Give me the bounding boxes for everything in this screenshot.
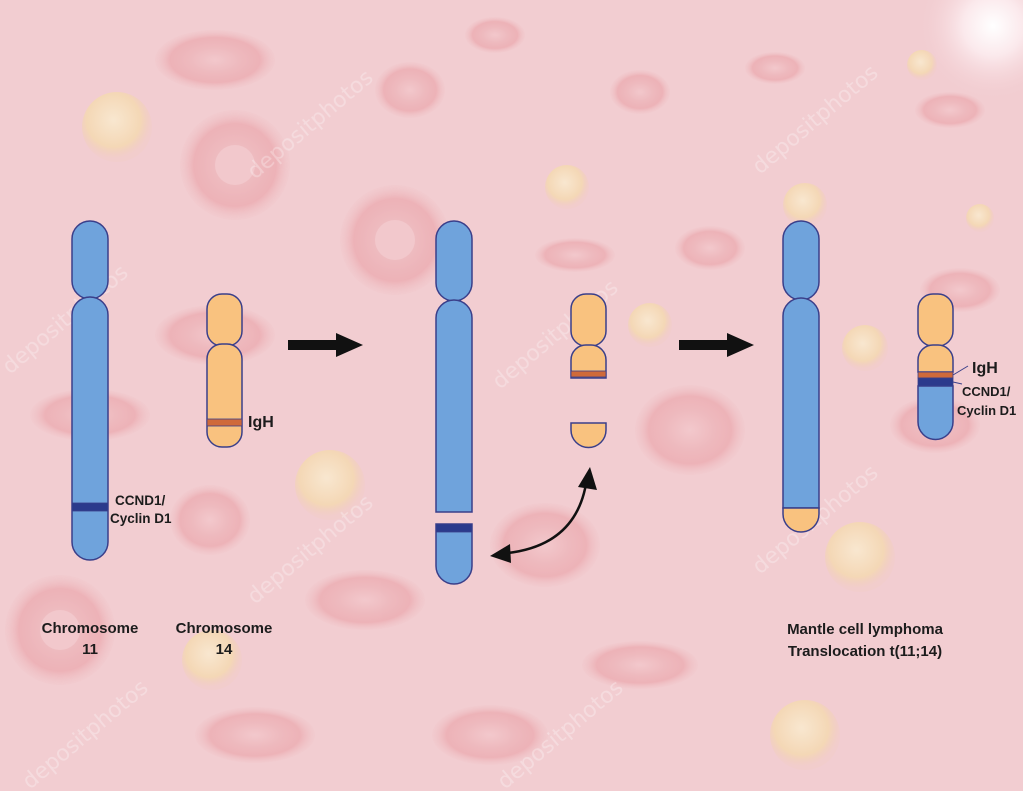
chromosome-11 xyxy=(71,220,109,561)
right-arrow-icon xyxy=(679,333,754,357)
background-cells xyxy=(5,17,1000,765)
chromosome-14-broken xyxy=(570,293,607,449)
igh-band xyxy=(917,371,954,379)
igh-label: IgH xyxy=(248,414,274,431)
ccnd1-band xyxy=(71,502,109,512)
igh-label-translocated: IgH xyxy=(972,360,998,377)
background-bubbles xyxy=(82,50,994,770)
igh-band xyxy=(570,370,607,378)
ccnd1-pointer xyxy=(952,381,963,385)
swap-curved-arrow-icon xyxy=(490,467,597,563)
chr11-label-line1: Chromosome xyxy=(42,620,139,637)
igh-pointer xyxy=(952,365,969,376)
right-arrow-icon xyxy=(288,333,363,357)
chr14-label-line2: 14 xyxy=(216,641,233,658)
chromosome-11-broken xyxy=(435,220,473,585)
light-glow xyxy=(918,0,1023,101)
watermark-text: depositphotos xyxy=(0,260,133,379)
ccnd1-label: CCND1/ xyxy=(115,493,166,508)
igh-band xyxy=(206,418,243,427)
caption-line1: Mantle cell lymphoma xyxy=(787,621,944,638)
cyclin-d1-label: Cyclin D1 xyxy=(110,511,172,526)
derivative-chromosome-11 xyxy=(782,220,820,533)
ccnd1-label-translocated: CCND1/ xyxy=(962,384,1011,399)
watermark-text: depositphotos xyxy=(18,675,154,791)
chr11-label-line2: 11 xyxy=(82,641,98,658)
cyclin-d1-label-translocated: Cyclin D1 xyxy=(957,403,1016,418)
ccnd1-band xyxy=(917,377,954,387)
chr14-label-line1: Chromosome xyxy=(176,620,273,637)
derivative-chromosome-14 xyxy=(917,293,954,441)
caption-line2: Translocation t(11;14) xyxy=(788,643,942,660)
chromosome-14 xyxy=(206,293,243,448)
ccnd1-band xyxy=(435,523,473,533)
